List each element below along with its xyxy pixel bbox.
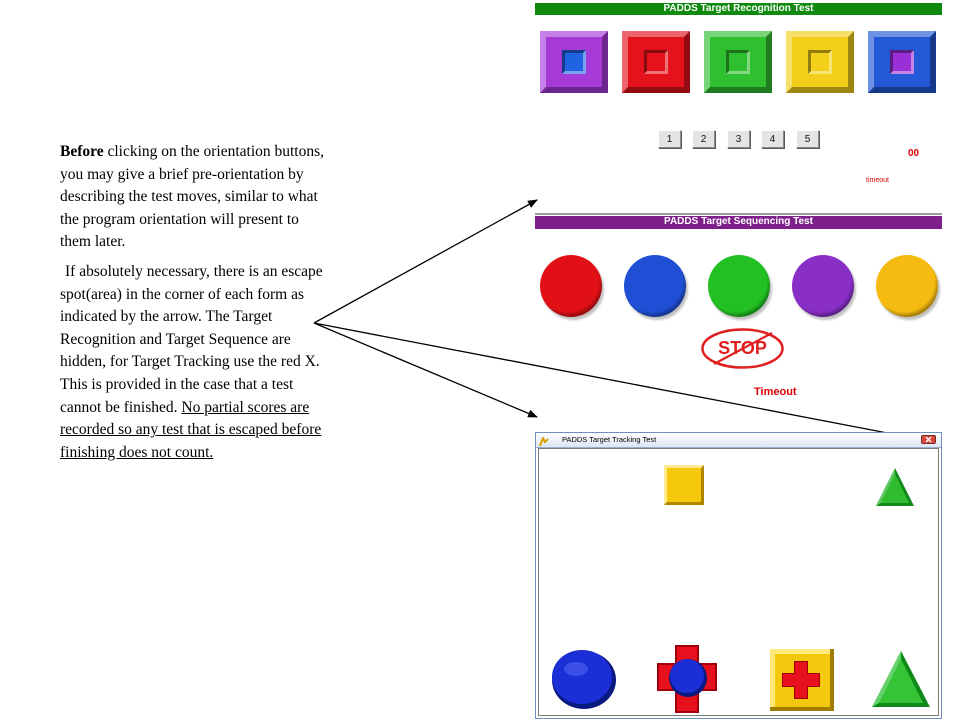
- sequencing-circle-yellow[interactable]: [876, 255, 938, 317]
- number-button-2[interactable]: 2: [692, 130, 715, 148]
- sequencing-timeout-label: Timeout: [754, 386, 797, 398]
- tracking-blue-circle[interactable]: [550, 647, 618, 711]
- instruction-text-2: If absolutely necessary, there is an esc…: [60, 262, 323, 416]
- recognition-square-red[interactable]: [622, 31, 690, 93]
- instruction-paragraph-1: Before clicking on the orientation butto…: [60, 141, 332, 254]
- stop-sign[interactable]: STOP: [700, 327, 785, 370]
- recognition-square-purple[interactable]: [540, 31, 608, 93]
- tracking-window: PADDS Target Tracking Test: [535, 432, 942, 719]
- number-button-5[interactable]: 5: [796, 130, 819, 148]
- arrow-to-recognition: [313, 199, 538, 324]
- stop-label: STOP: [718, 338, 767, 358]
- sequencing-circle-blue[interactable]: [624, 255, 686, 317]
- instruction-underlined-text: No partial scores are recorded so any te…: [60, 398, 322, 461]
- sequencing-circle-red[interactable]: [540, 255, 602, 317]
- instruction-text-1: clicking on the orientation buttons, you…: [60, 143, 325, 251]
- close-button[interactable]: [921, 435, 936, 444]
- close-icon: [925, 436, 932, 443]
- arrow-to-tracking-window: [313, 322, 538, 418]
- instruction-paragraph-2: If absolutely necessary, there is an esc…: [60, 261, 332, 464]
- tracking-yellow-square[interactable]: [664, 465, 704, 507]
- instruction-text: Before clicking on the orientation butto…: [60, 141, 332, 464]
- number-button-1[interactable]: 1: [658, 130, 681, 148]
- recognition-title-bar: PADDS Target Recognition Test: [535, 3, 942, 15]
- recognition-timeout-label: timeout: [866, 177, 889, 184]
- tracking-green-triangle-large[interactable]: [870, 649, 932, 709]
- recognition-square-yellow[interactable]: [786, 31, 854, 93]
- number-button-4[interactable]: 4: [761, 130, 784, 148]
- tracking-title: PADDS Target Tracking Test: [562, 435, 657, 444]
- instruction-bold-word: Before: [60, 143, 104, 160]
- recognition-inner-square: [644, 50, 668, 74]
- sequencing-circle-purple[interactable]: [792, 255, 854, 317]
- sequencing-title-bar: PADDS Target Sequencing Test: [535, 216, 942, 229]
- number-button-3[interactable]: 3: [727, 130, 750, 148]
- sequencing-circle-green[interactable]: [708, 255, 770, 317]
- tracking-red-cross-blue-circle[interactable]: [655, 643, 719, 715]
- recognition-inner-square: [726, 50, 750, 74]
- panel-separator: [535, 213, 942, 215]
- app-icon: [539, 434, 549, 447]
- recognition-score: 00: [908, 148, 920, 159]
- tracking-green-triangle-small[interactable]: [874, 466, 916, 508]
- recognition-square-green[interactable]: [704, 31, 772, 93]
- recognition-inner-square: [562, 50, 586, 74]
- tracking-title-bar: PADDS Target Tracking Test: [536, 433, 941, 448]
- recognition-inner-square: [808, 50, 832, 74]
- arrow-to-tracking-close: [313, 322, 925, 443]
- recognition-square-blue[interactable]: [868, 31, 936, 93]
- stop-sign-icon: [701, 328, 784, 369]
- recognition-inner-square: [890, 50, 914, 74]
- tracking-yellow-square-red-cross[interactable]: [770, 649, 834, 711]
